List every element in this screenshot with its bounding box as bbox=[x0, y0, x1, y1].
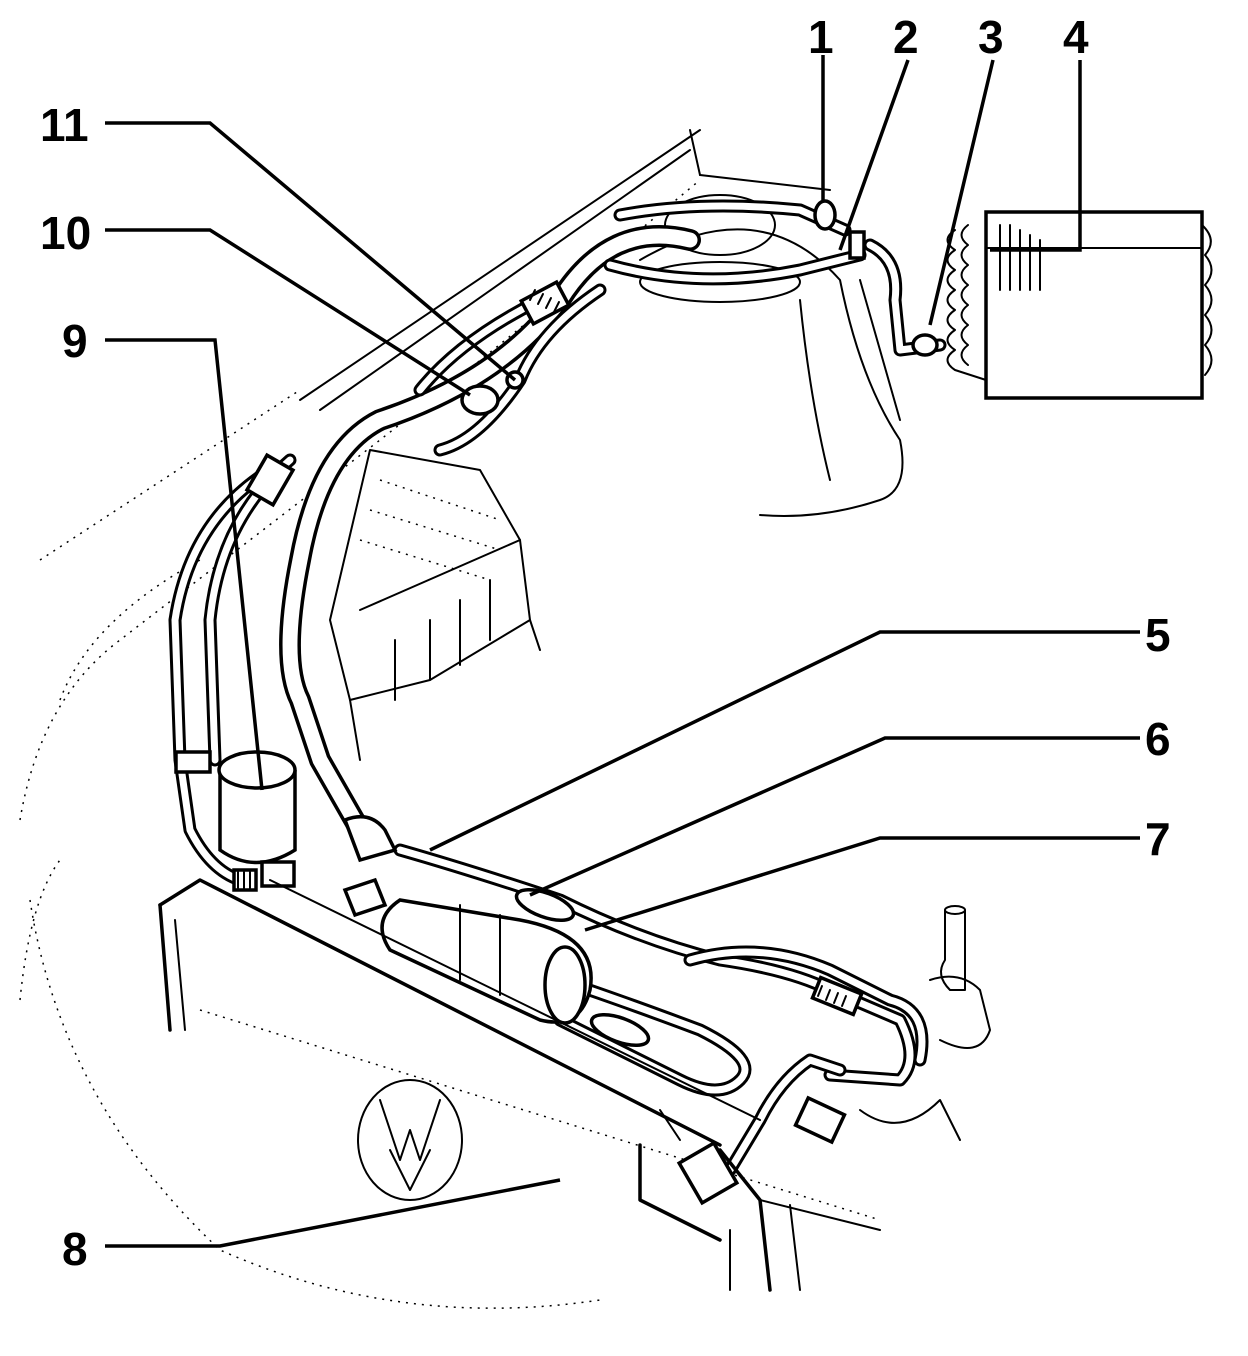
air-filter-box bbox=[329, 449, 541, 761]
callout-3: 3 bbox=[978, 11, 1004, 63]
leader-lines bbox=[105, 55, 1140, 1248]
evaporator-unit bbox=[946, 210, 1213, 400]
callout-8: 8 bbox=[62, 1223, 88, 1275]
engine-block bbox=[859, 905, 991, 1141]
callout-1: 1 bbox=[808, 11, 834, 63]
compressor bbox=[342, 814, 651, 1047]
callout-4: 4 bbox=[1063, 11, 1089, 63]
vw-logo bbox=[357, 1079, 463, 1201]
callout-7: 7 bbox=[1145, 813, 1171, 865]
callout-9: 9 bbox=[62, 315, 88, 367]
pipe-fittings bbox=[174, 199, 939, 1017]
callout-5: 5 bbox=[1145, 609, 1171, 661]
air-intake-housing bbox=[639, 194, 904, 517]
suction-hose bbox=[279, 225, 701, 841]
receiver-drier bbox=[217, 750, 297, 888]
callout-10: 10 bbox=[40, 207, 92, 259]
radiator-front-panel bbox=[158, 878, 881, 1292]
callout-11: 11 bbox=[40, 99, 89, 151]
callout-6: 6 bbox=[1145, 713, 1171, 765]
callout-2: 2 bbox=[893, 11, 919, 63]
